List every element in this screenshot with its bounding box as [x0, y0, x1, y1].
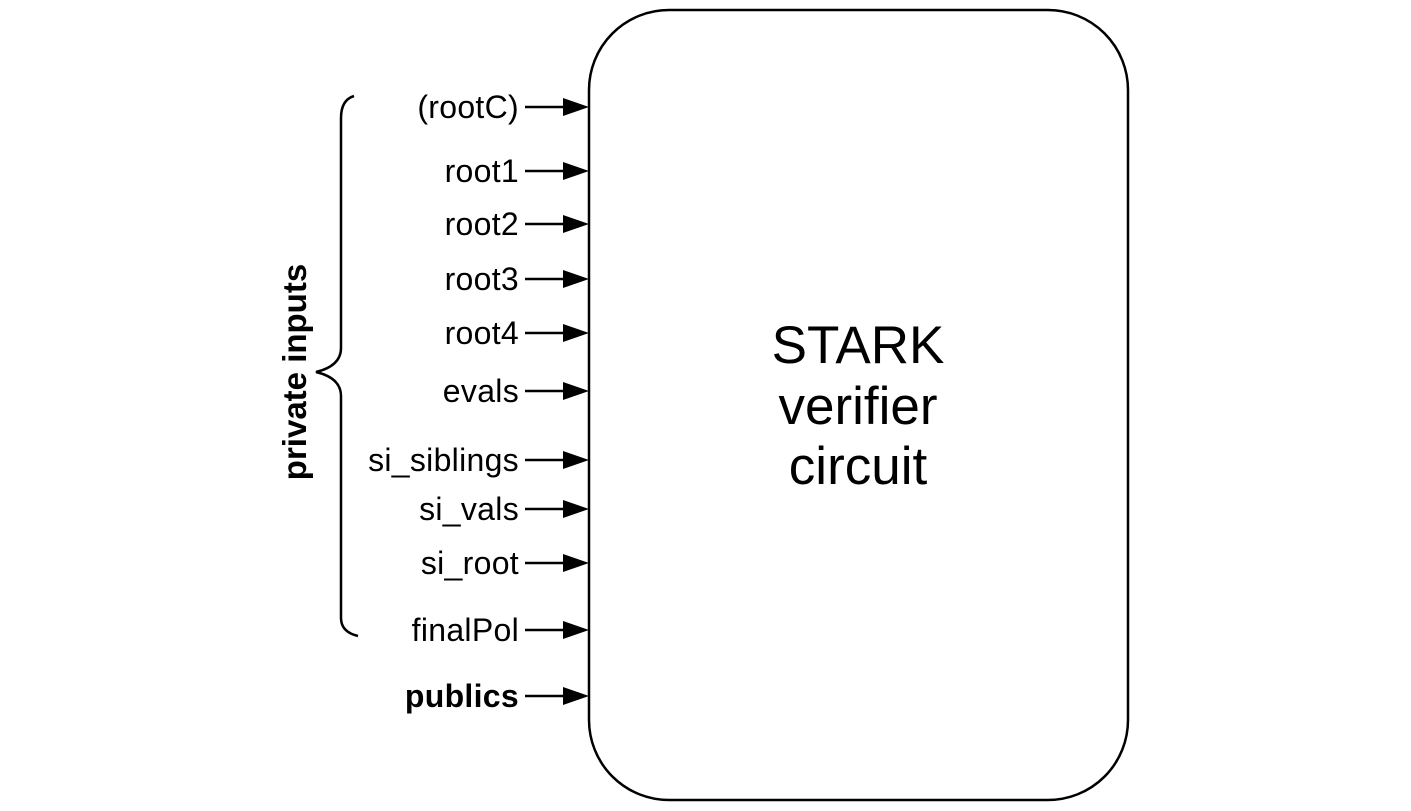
box-title-line-3: circuit — [789, 437, 928, 496]
arrow-head-icon — [563, 451, 589, 469]
arrow-head-icon — [563, 270, 589, 288]
private-inputs-brace — [315, 94, 359, 638]
input-row-publics: publics — [405, 678, 589, 714]
arrow-head-icon — [563, 621, 589, 639]
arrow-head-icon — [563, 382, 589, 400]
input-row-root2: root2 — [445, 206, 589, 242]
arrow-head-icon — [563, 324, 589, 342]
arrow-head-icon — [563, 162, 589, 180]
arrow-head-icon — [563, 554, 589, 572]
input-row-si-root: si_root — [421, 545, 589, 581]
arrow-head-icon — [563, 98, 589, 116]
input-row-si-vals: si_vals — [419, 491, 589, 527]
input-row-root4: root4 — [445, 315, 589, 351]
box-title: STARK verifier circuit — [772, 316, 945, 496]
input-label-si-siblings: si_siblings — [368, 442, 519, 478]
input-label-finalPol: finalPol — [412, 612, 519, 648]
input-row-root1: root1 — [445, 153, 589, 189]
stark-verifier-box — [587, 8, 1130, 802]
input-label-rootC: (rootC) — [417, 89, 519, 125]
box-title-line-1: STARK — [772, 316, 945, 375]
box-title-line-2: verifier — [778, 377, 937, 436]
input-label-root4: root4 — [445, 315, 519, 351]
input-label-evals: evals — [443, 373, 519, 409]
input-row-finalPol: finalPol — [412, 612, 589, 648]
input-label-root3: root3 — [445, 261, 519, 297]
input-row-root3: root3 — [445, 261, 589, 297]
arrow-head-icon — [563, 687, 589, 705]
arrow-head-icon — [563, 500, 589, 518]
arrow-head-icon — [563, 215, 589, 233]
input-label-si-root: si_root — [421, 545, 519, 581]
input-row-si-siblings: si_siblings — [368, 442, 589, 478]
input-label-publics: publics — [405, 678, 519, 714]
input-row-rootC: (rootC) — [417, 89, 589, 125]
input-label-si-vals: si_vals — [419, 491, 519, 527]
input-label-root2: root2 — [445, 206, 519, 242]
input-row-evals: evals — [443, 373, 589, 409]
private-inputs-label: private inputs — [276, 264, 313, 480]
input-label-root1: root1 — [445, 153, 519, 189]
